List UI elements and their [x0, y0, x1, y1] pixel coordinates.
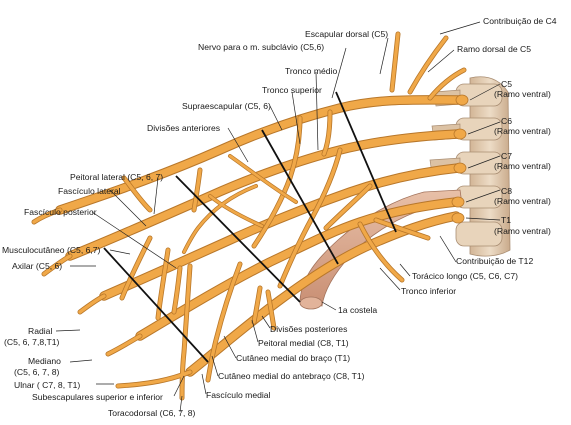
- label-tronco-inferior: Tronco inferior: [401, 286, 457, 296]
- label-ulnar: Ulnar ( C7, 8, T1): [14, 380, 81, 390]
- label-mediano-roots: (C5, 6, 7, 8): [14, 367, 60, 377]
- label-divisoes-anteriores: Divisões anteriores: [147, 123, 221, 133]
- label-c7: C7: [501, 151, 512, 161]
- label-fasciculo-lateral: Fascículo lateral: [58, 186, 121, 196]
- label-fasciculo-medial: Fascículo medial: [206, 390, 271, 400]
- label-c5-sub: (Ramo ventral): [494, 89, 551, 99]
- label-cutaneo-braco: Cutâneo medial do braço (T1): [236, 353, 351, 363]
- label-tronco-superior: Tronco superior: [262, 85, 322, 95]
- section-dividers: [103, 91, 397, 363]
- label-mediano: Mediano: [28, 356, 61, 366]
- label-musculocutaneo: Musculocutâneo (C5, 6,7): [2, 245, 101, 255]
- label-axilar: Axilar (C5, 6): [12, 261, 63, 271]
- label-t1-sub: (Ramo ventral): [494, 226, 551, 236]
- label-supraescapular: Supraescapular (C5, 6): [182, 101, 271, 111]
- label-costela: 1a costela: [338, 305, 378, 315]
- label-nervo-subclavio: Nervo para o m. subclávio (C5,6): [198, 42, 325, 52]
- label-divisoes-posteriores: Divisões posteriores: [270, 324, 348, 334]
- label-subescapulares: Subescapulares superior e inferior: [32, 392, 163, 402]
- label-radial-roots: (C5, 6, 7,8,T1): [4, 337, 60, 347]
- label-fasciculo-posterior: Fascículo posterior: [24, 207, 97, 217]
- label-t1: T1: [501, 215, 512, 225]
- label-c8: C8: [501, 186, 512, 196]
- label-cutaneo-antebraco: Cutâneo medial do antebraço (C8, T1): [218, 371, 365, 381]
- label-peitoral-lateral: Peitoral lateral (C5, 6, 7): [70, 172, 164, 182]
- label-ramo-dorsal-c5: Ramo dorsal de C5: [457, 44, 532, 54]
- label-c8-sub: (Ramo ventral): [494, 196, 551, 206]
- nerve-network: [31, 31, 469, 401]
- label-contrib-t12: Contribuição de T12: [456, 256, 534, 266]
- label-tronco-medio: Tronco médio: [285, 66, 338, 76]
- label-escapular-dorsal: Escapular dorsal (C5): [305, 29, 389, 39]
- label-toracico-longo: Torácico longo (C5, C6, C7): [412, 271, 519, 281]
- label-c6: C6: [501, 116, 512, 126]
- label-peitoral-medial: Peitoral medial (C8, T1): [258, 338, 349, 348]
- label-c7-sub: (Ramo ventral): [494, 161, 551, 171]
- label-radial: Radial: [28, 326, 53, 336]
- label-contrib-c4: Contribuição de C4: [483, 16, 557, 26]
- leader-lines: [55, 21, 501, 413]
- label-c5: C5: [501, 79, 512, 89]
- label-c6-sub: (Ramo ventral): [494, 126, 551, 136]
- label-toracodorsal: Toracodorsal (C6, 7, 8): [108, 408, 196, 418]
